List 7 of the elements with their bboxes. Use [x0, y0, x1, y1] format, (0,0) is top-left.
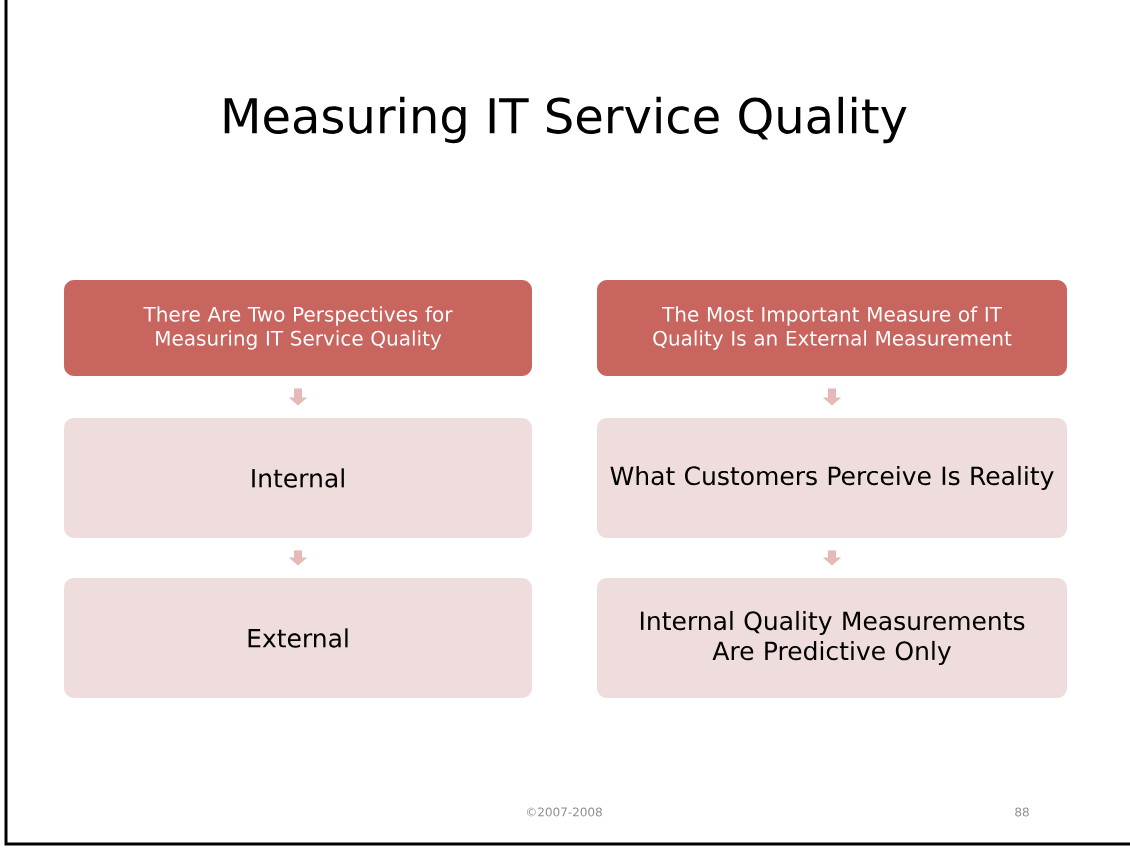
process-box: External [64, 578, 532, 698]
process-box: Internal Quality Measurements Are Predictive Only [597, 578, 1067, 698]
header-box: The Most Important Measure of IT Quality Is an External Measurement [597, 280, 1067, 376]
process-box: Internal [64, 418, 532, 538]
title: Measuring IT Service Quality [224, 96, 907, 144]
header-box: There Are Two Perspectives for Measuring IT Service Quality [64, 280, 532, 376]
process-box: What Customers Perceive Is Reality [597, 418, 1067, 538]
